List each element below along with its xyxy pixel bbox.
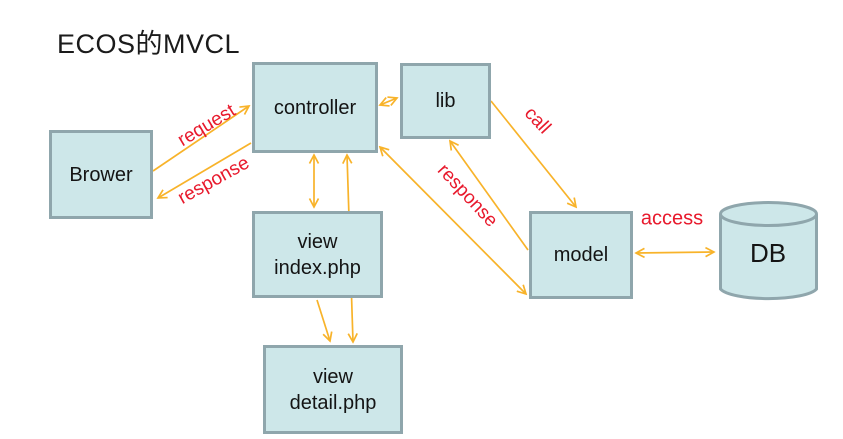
node-view-index-label-line2: index.php bbox=[274, 256, 361, 279]
node-view-detail: view detail.php bbox=[263, 345, 403, 434]
edge-response-browser-line bbox=[158, 142, 252, 198]
node-view-detail-label-line2: detail.php bbox=[289, 391, 377, 414]
page-title: ECOS的MVCL bbox=[57, 29, 241, 59]
edge-controller-model-line bbox=[380, 147, 526, 294]
node-model-label: model bbox=[553, 244, 609, 266]
node-model: model bbox=[529, 211, 633, 299]
node-lib-label: lib bbox=[435, 90, 456, 112]
db-text: DB bbox=[749, 237, 787, 268]
node-controller-label: controller bbox=[273, 96, 357, 119]
node-controller: controller bbox=[252, 62, 378, 153]
node-view-detail-label-line1: view bbox=[312, 365, 353, 388]
node-view-index-label-line1: view bbox=[297, 230, 338, 253]
db-cylinder bbox=[719, 201, 818, 301]
edge-access-line bbox=[636, 252, 714, 253]
edge-controller-lib-line bbox=[380, 98, 397, 105]
edge-call-line bbox=[490, 100, 576, 207]
edge-viewindex-viewdetail-line bbox=[316, 299, 330, 341]
node-db-label: DB bbox=[718, 222, 818, 284]
node-brower: Brower bbox=[49, 130, 153, 219]
node-view-index: view index.php bbox=[252, 211, 383, 298]
node-lib: lib bbox=[400, 63, 491, 139]
node-brower-label: Brower bbox=[69, 163, 133, 186]
edge-request-line bbox=[152, 106, 249, 172]
edge-label-access: access bbox=[640, 207, 704, 230]
